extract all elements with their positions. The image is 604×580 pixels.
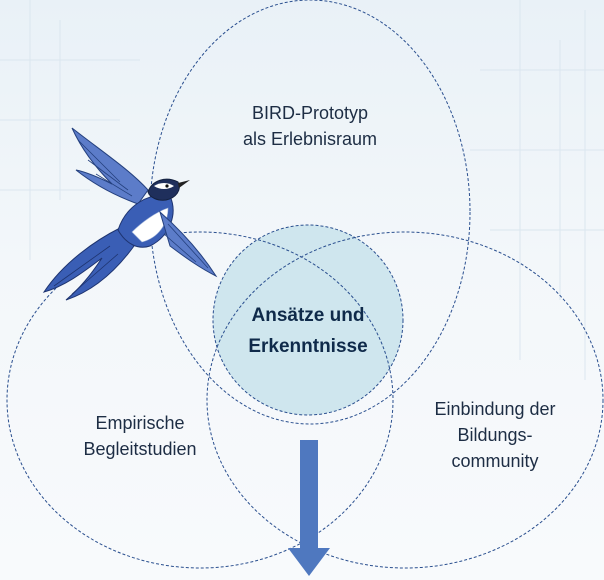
right-ellipse [206, 231, 604, 569]
background-grid [0, 0, 604, 380]
top-circle-label: BIRD-Prototyp als Erlebnisraum [242, 103, 378, 149]
right-circle-label: Einbindung der Bildungs- community [434, 399, 556, 471]
center-circle-label: Ansätze und Erkenntnisse [248, 305, 368, 357]
arrow-down-icon [288, 440, 330, 576]
center-circle [212, 224, 404, 416]
bird-icon [42, 127, 218, 301]
left-ellipse [6, 231, 394, 569]
left-circle-label: Empirische Begleitstudien [83, 413, 197, 459]
